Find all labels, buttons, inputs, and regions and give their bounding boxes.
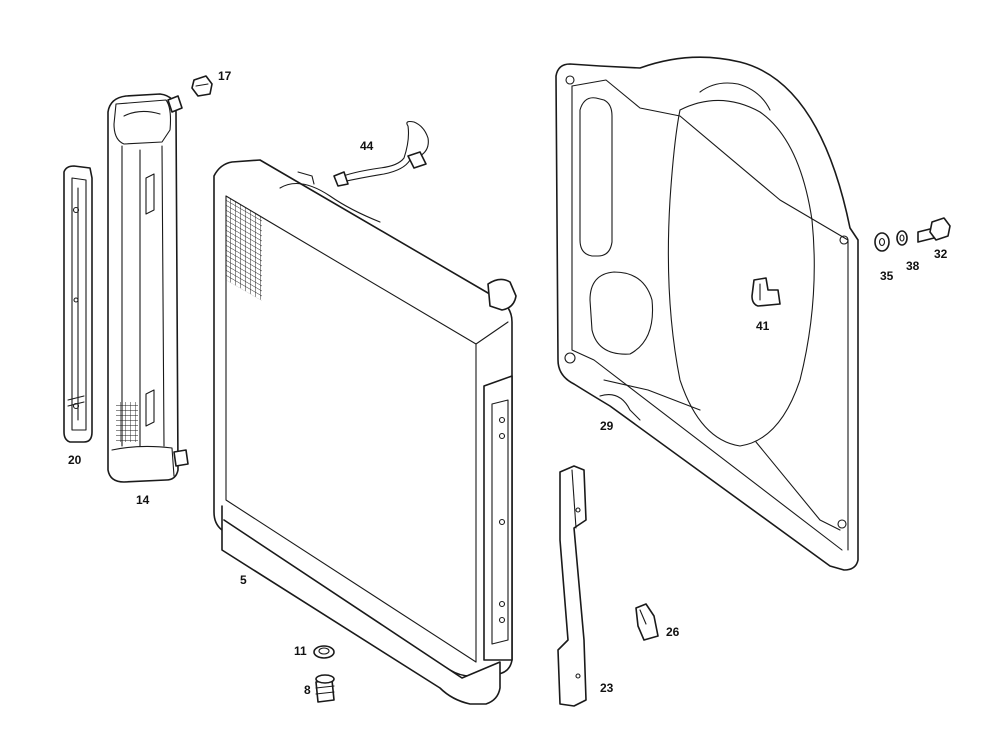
callout-14: 14 [136,493,150,507]
callout-41: 41 [756,319,770,333]
seal-ring-part-11 [313,645,335,659]
callout-35: 35 [880,269,894,283]
side-bracket-part-20 [63,165,93,443]
clip-part-41 [751,277,781,307]
bracket-part-23 [557,465,587,707]
washer-part-35 [874,232,890,252]
oil-cooler-part-14 [107,93,189,483]
fan-shroud-part-29 [555,56,859,571]
callout-44: 44 [360,139,374,153]
callout-23: 23 [600,681,614,695]
callout-26: 26 [666,625,680,639]
callout-32: 32 [934,247,948,261]
lock-washer-part-38 [896,230,908,246]
callout-5: 5 [240,573,247,587]
hose-part-44 [333,120,429,187]
radiator-part-5 [213,159,517,705]
bolt-part-32 [917,217,951,243]
drain-plug-part-8 [315,674,335,703]
callout-20: 20 [68,453,82,467]
bolt-part-17 [191,75,213,97]
clip-part-26 [635,603,659,641]
callout-8: 8 [304,683,311,697]
callout-11: 11 [294,644,307,658]
callout-17: 17 [218,69,232,83]
callout-38: 38 [906,259,920,273]
callout-29: 29 [600,419,614,433]
